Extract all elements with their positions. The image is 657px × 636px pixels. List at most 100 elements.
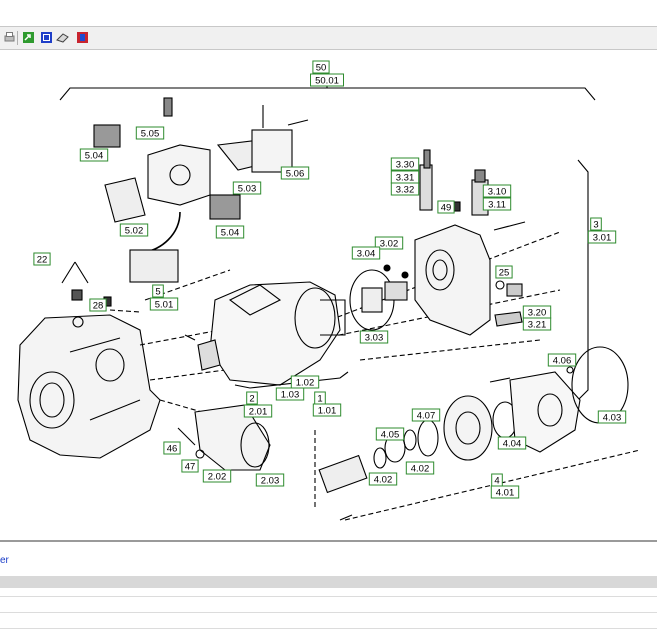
callout-text: 2.03 (261, 475, 280, 486)
callout-box (405, 461, 435, 475)
callout-label[interactable]: 4 (491, 473, 503, 487)
callout-label[interactable]: 4.07 (411, 408, 441, 422)
callout-text: 3.32 (396, 184, 415, 195)
callout-label[interactable]: 49 (437, 200, 455, 214)
callout-box (152, 284, 164, 298)
callout-box (497, 436, 527, 450)
callout-label[interactable]: 3.01 (587, 230, 617, 244)
callout-text: 50 (316, 62, 327, 73)
callout-label[interactable]: 4.02 (405, 461, 435, 475)
callout-box (119, 223, 149, 237)
callout-text: 5.02 (125, 225, 144, 236)
callout-box (312, 403, 342, 417)
callout-label[interactable]: 4.04 (497, 436, 527, 450)
callout-box (482, 197, 512, 211)
callout-text: 2.02 (208, 471, 227, 482)
callout-box (215, 225, 245, 239)
callout-text: 5.01 (155, 299, 174, 310)
callout-label[interactable]: 1.02 (290, 375, 320, 389)
eraser-icon[interactable] (56, 31, 69, 44)
callout-box (522, 317, 552, 331)
callout-label[interactable]: 3.21 (522, 317, 552, 331)
callout-label[interactable]: 5.03 (232, 181, 262, 195)
callout-label[interactable]: 5 (152, 284, 164, 298)
callout-box (280, 166, 310, 180)
callout-text: 5.06 (286, 168, 305, 179)
callout-text: 4 (494, 475, 499, 486)
callout-label[interactable]: 3.11 (482, 197, 512, 211)
callout-text: 50.01 (315, 75, 339, 86)
callout-label[interactable]: 5.02 (119, 223, 149, 237)
exit-icon[interactable] (76, 31, 89, 44)
callout-text: 3.04 (357, 248, 376, 259)
callout-label[interactable]: 1.01 (312, 403, 342, 417)
callout-box (312, 60, 330, 74)
callout-box (202, 469, 232, 483)
callout-label[interactable]: 4.06 (547, 353, 577, 367)
callout-label[interactable]: 5.05 (135, 126, 165, 140)
callout-box (246, 391, 258, 405)
callout-text: 2 (249, 393, 254, 404)
callout-box (390, 157, 420, 171)
callout-box (232, 181, 262, 195)
callout-label[interactable]: 47 (181, 459, 199, 473)
callout-label[interactable]: 4.05 (375, 427, 405, 441)
callout-text: 5 (155, 286, 160, 297)
callout-text: 4.04 (503, 438, 522, 449)
callout-label[interactable]: 3.30 (390, 157, 420, 171)
callout-label[interactable]: 3.32 (390, 182, 420, 196)
callout-text: 3 (593, 219, 598, 230)
print-icon[interactable] (3, 31, 16, 44)
callout-box (275, 387, 305, 401)
callout-label[interactable]: 4.02 (368, 472, 398, 486)
callout-box (368, 472, 398, 486)
callout-label[interactable]: 2 (246, 391, 258, 405)
callout-text: 4.07 (417, 410, 436, 421)
settings-icon[interactable] (40, 31, 53, 44)
callout-box (411, 408, 441, 422)
callout-text: 5.05 (141, 128, 160, 139)
callout-text: 1 (317, 393, 322, 404)
callout-box (359, 330, 389, 344)
callout-text: 3.03 (365, 332, 384, 343)
callout-text: 25 (499, 267, 510, 278)
callout-label[interactable]: 4.03 (597, 410, 627, 424)
grid-header (0, 576, 657, 588)
callout-box (495, 265, 513, 279)
callout-label[interactable]: 2.03 (255, 473, 285, 487)
callout-label[interactable]: 3.03 (359, 330, 389, 344)
callout-label[interactable]: 3.20 (522, 305, 552, 319)
footer-link-text[interactable]: er (0, 555, 9, 566)
callout-label[interactable]: 3.10 (482, 184, 512, 198)
callout-text: 5.04 (221, 227, 240, 238)
callout-label[interactable]: 5.01 (149, 297, 179, 311)
callout-label[interactable]: 5.04 (215, 225, 245, 239)
callout-label[interactable]: 22 (33, 252, 51, 266)
callout-label[interactable]: 2.01 (243, 404, 273, 418)
callout-label[interactable]: 50.01 (310, 73, 344, 87)
export-icon[interactable] (22, 31, 35, 44)
callout-label[interactable]: 5.06 (280, 166, 310, 180)
callout-label[interactable]: 25 (495, 265, 513, 279)
callout-label[interactable]: 3 (590, 217, 602, 231)
callout-label[interactable]: 50 (312, 60, 330, 74)
callout-label[interactable]: 5.04 (79, 148, 109, 162)
diagram-artwork (17, 86, 641, 521)
callout-box (547, 353, 577, 367)
callout-label[interactable]: 4.01 (490, 485, 520, 499)
callout-text: 4.02 (374, 474, 393, 485)
callout-box (290, 375, 320, 389)
callout-label[interactable]: 3.02 (374, 236, 404, 250)
callout-label[interactable]: 46 (163, 441, 181, 455)
grid-row (0, 612, 657, 613)
callout-label[interactable]: 1 (314, 391, 326, 405)
callout-label[interactable]: 28 (89, 298, 107, 312)
callout-text: 4.06 (553, 355, 572, 366)
callout-text: 3.20 (528, 307, 547, 318)
callout-label[interactable]: 3.31 (390, 170, 420, 184)
callout-text: 46 (167, 443, 178, 454)
callout-label[interactable]: 3.04 (351, 246, 381, 260)
callout-label[interactable]: 1.03 (275, 387, 305, 401)
callout-label[interactable]: 2.02 (202, 469, 232, 483)
